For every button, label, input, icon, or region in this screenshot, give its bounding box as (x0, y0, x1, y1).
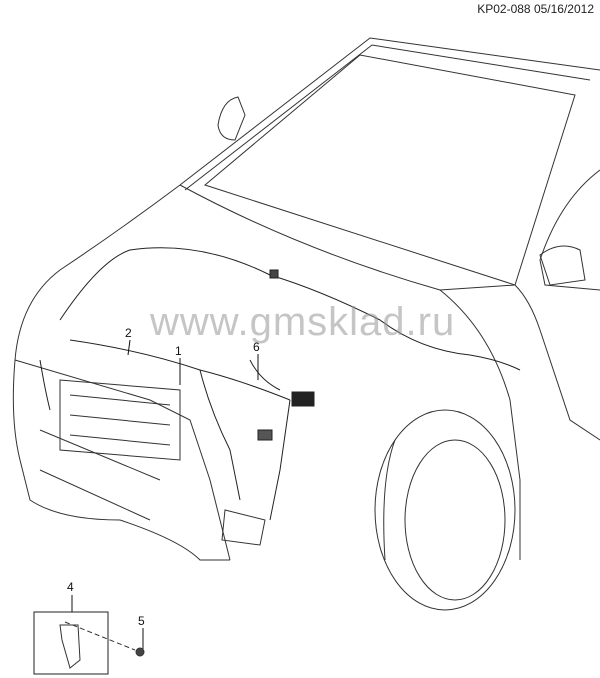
part-4-bracket-box (33, 611, 145, 675)
callout-5: 5 (138, 614, 145, 628)
callout-1: 1 (175, 344, 182, 358)
callout-6: 6 (253, 340, 260, 354)
car-body-outline (12, 37, 600, 611)
diagram-reference: KP02-088 05/16/2012 (477, 2, 594, 16)
watermark: www.gmsklad.ru (150, 300, 456, 344)
callout-2: 2 (125, 326, 132, 340)
wiring-harness (39, 247, 521, 521)
callout-4: 4 (67, 580, 74, 594)
leader-lines (71, 339, 259, 650)
